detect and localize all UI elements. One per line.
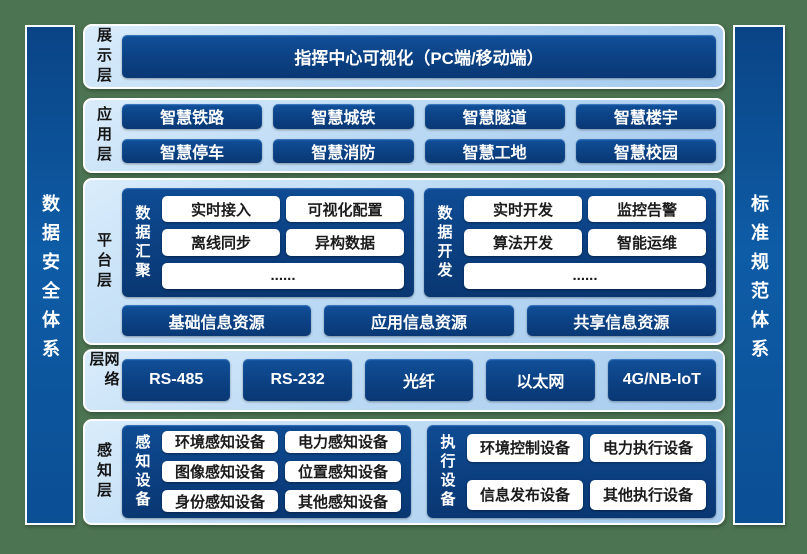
platform-panels: 数据汇聚 实时接入 可视化配置 离线同步 异构数据 ...... 数据开发 — [122, 188, 716, 297]
box-smart-tunnel: 智慧隧道 — [424, 104, 565, 129]
box-command-center-visualization: 指挥中心可视化（PC端/移动端） — [122, 35, 716, 78]
layer-application-content: 智慧铁路 智慧城铁 智慧隧道 智慧楼宇 智慧停车 智慧消防 智慧工地 智慧校园 — [122, 100, 723, 171]
layer-platform-label-text: 平台层 — [95, 231, 112, 292]
panel-actuator-devices-label: 执行设备 — [427, 431, 467, 512]
box-other-actuator: 其他执行设备 — [590, 479, 706, 510]
panel-data-development-label-text: 数据开发 — [435, 204, 453, 281]
layer-perception-content: 感知设备 环境感知设备 电力感知设备 图像感知设备 位置感知设备 身份感知设备 … — [122, 421, 723, 523]
box-optical-fiber: 光纤 — [364, 359, 474, 401]
layer-display-label-text: 展示层 — [95, 26, 112, 87]
layer-platform-label: 平台层 — [85, 180, 122, 343]
box-basic-info-resources: 基础信息资源 — [122, 305, 312, 336]
panel-data-aggregation: 数据汇聚 实时接入 可视化配置 离线同步 异构数据 ...... — [122, 188, 414, 297]
layer-network: 网络层 RS-485 RS-232 光纤 以太网 4G/NB-IoT — [83, 349, 725, 412]
panel-sensing-devices-label: 感知设备 — [122, 431, 162, 512]
box-rs-485: RS-485 — [122, 359, 231, 401]
box-visual-config: 可视化配置 — [286, 196, 404, 223]
box-4g-nb-iot: 4G/NB-IoT — [607, 359, 717, 401]
pillar-standards-label: 标准规范体系 — [749, 193, 769, 368]
box-shared-info-resources: 共享信息资源 — [526, 305, 716, 336]
box-algorithm-development: 算法开发 — [464, 229, 582, 256]
box-power-actuator: 电力执行设备 — [590, 433, 706, 462]
box-smart-parking: 智慧停车 — [122, 138, 263, 163]
box-smart-building: 智慧楼宇 — [575, 104, 716, 129]
pillar-data-security-label: 数据安全体系 — [40, 193, 60, 368]
layer-platform-content: 数据汇聚 实时接入 可视化配置 离线同步 异构数据 ...... 数据开发 — [122, 180, 723, 343]
panel-data-aggregation-label: 数据汇聚 — [122, 196, 162, 289]
box-image-sensing: 图像感知设备 — [162, 460, 278, 483]
box-intelligent-ops: 智能运维 — [588, 229, 706, 256]
panel-sensing-devices: 感知设备 环境感知设备 电力感知设备 图像感知设备 位置感知设备 身份感知设备 … — [122, 425, 411, 518]
box-monitoring-alerts: 监控告警 — [588, 196, 706, 223]
panel-actuator-devices: 执行设备 环境控制设备 电力执行设备 信息发布设备 其他执行设备 — [427, 425, 716, 518]
layer-platform: 平台层 数据汇聚 实时接入 可视化配置 离线同步 异构数据 ...... — [83, 178, 725, 345]
box-environment-control: 环境控制设备 — [467, 433, 583, 462]
panel-sensing-devices-grid: 环境感知设备 电力感知设备 图像感知设备 位置感知设备 身份感知设备 其他感知设… — [162, 431, 401, 512]
box-smart-firefighting: 智慧消防 — [273, 138, 414, 163]
panel-data-development-grid: 实时开发 监控告警 算法开发 智能运维 ...... — [464, 196, 706, 289]
box-realtime-access: 实时接入 — [162, 196, 280, 223]
box-location-sensing: 位置感知设备 — [285, 460, 401, 483]
box-aggregation-more: ...... — [162, 262, 404, 289]
layer-display: 展示层 指挥中心可视化（PC端/移动端） — [83, 24, 725, 89]
box-smart-metro: 智慧城铁 — [273, 104, 414, 129]
layer-application: 应用层 智慧铁路 智慧城铁 智慧隧道 智慧楼宇 智慧停车 智慧消防 智慧工地 智… — [83, 98, 725, 173]
layer-perception-label: 感知层 — [85, 421, 122, 523]
box-smart-campus: 智慧校园 — [575, 138, 716, 163]
layer-perception: 感知层 感知设备 环境感知设备 电力感知设备 图像感知设备 位置感知设备 身份感… — [83, 419, 725, 525]
layer-application-label: 应用层 — [85, 100, 122, 171]
panel-data-development-label: 数据开发 — [424, 196, 464, 289]
box-rs-232: RS-232 — [243, 359, 352, 401]
layer-display-content: 指挥中心可视化（PC端/移动端） — [122, 26, 723, 87]
box-info-publishing: 信息发布设备 — [467, 479, 583, 510]
box-offline-sync: 离线同步 — [162, 229, 280, 256]
box-development-more: ...... — [464, 262, 706, 289]
box-ethernet: 以太网 — [486, 359, 595, 401]
box-other-sensing: 其他感知设备 — [285, 490, 401, 512]
pillar-standards: 标准规范体系 — [733, 25, 785, 525]
layer-perception-label-text: 感知层 — [95, 442, 112, 502]
layer-network-label-text: 网络层 — [87, 351, 120, 391]
box-realtime-development: 实时开发 — [464, 196, 582, 223]
box-heterogeneous-data: 异构数据 — [286, 229, 404, 256]
panel-actuator-devices-grid: 环境控制设备 电力执行设备 信息发布设备 其他执行设备 — [467, 431, 706, 512]
box-smart-railway: 智慧铁路 — [122, 104, 263, 129]
platform-resources-row: 基础信息资源 应用信息资源 共享信息资源 — [122, 305, 716, 336]
panel-sensing-devices-label-text: 感知设备 — [133, 433, 151, 510]
box-smart-worksite: 智慧工地 — [424, 138, 565, 163]
panel-data-aggregation-grid: 实时接入 可视化配置 离线同步 异构数据 ...... — [162, 196, 404, 289]
layer-network-label: 网络层 — [85, 351, 122, 410]
box-power-sensing: 电力感知设备 — [285, 431, 401, 453]
layer-display-label: 展示层 — [85, 26, 122, 87]
layer-application-label-text: 应用层 — [95, 105, 112, 166]
pillar-data-security: 数据安全体系 — [25, 25, 75, 525]
box-application-info-resources: 应用信息资源 — [324, 305, 514, 336]
panel-actuator-devices-label-text: 执行设备 — [438, 433, 456, 510]
panel-data-aggregation-label-text: 数据汇聚 — [133, 204, 151, 281]
layer-stack: 展示层 指挥中心可视化（PC端/移动端） 应用层 智慧铁路 智慧城铁 智慧隧道 … — [83, 24, 725, 525]
panel-data-development: 数据开发 实时开发 监控告警 算法开发 智能运维 ...... — [424, 188, 716, 297]
box-identity-sensing: 身份感知设备 — [162, 490, 278, 512]
layer-network-content: RS-485 RS-232 光纤 以太网 4G/NB-IoT — [122, 351, 723, 410]
box-environment-sensing: 环境感知设备 — [162, 431, 278, 453]
